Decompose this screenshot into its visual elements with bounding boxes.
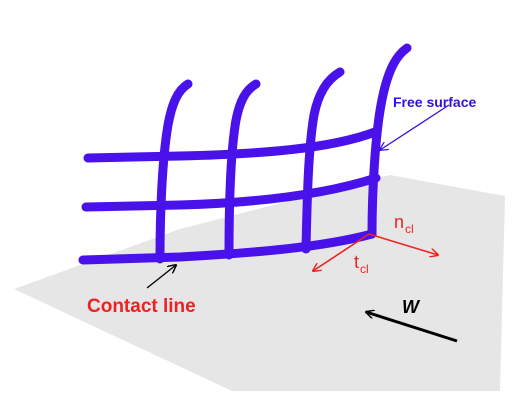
free-surface-label: Free surface (393, 94, 476, 110)
free-surface-mesh (78, 43, 412, 265)
normal-vector-arrow (368, 233, 438, 255)
tangent-vector-label: tcl (354, 252, 369, 276)
tangent-vector-arrow (313, 233, 370, 271)
ground-plane (14, 175, 505, 391)
mesh-line-middle (81, 173, 381, 212)
contact-line-pointer (146, 265, 176, 289)
mesh-rib-3 (301, 67, 345, 254)
wind-vector-label: W (402, 297, 421, 317)
free-surface-pointer (380, 104, 450, 150)
mesh-rib-1 (155, 79, 193, 264)
wind-arrow (366, 312, 458, 343)
mesh-line-top (83, 127, 380, 163)
mesh-rib-2 (224, 79, 261, 260)
normal-vector-label: ncl (394, 212, 414, 236)
mesh-line-contact (78, 229, 377, 265)
contact-line-label: Contact line (87, 296, 196, 317)
mesh-rib-4 (367, 43, 412, 239)
